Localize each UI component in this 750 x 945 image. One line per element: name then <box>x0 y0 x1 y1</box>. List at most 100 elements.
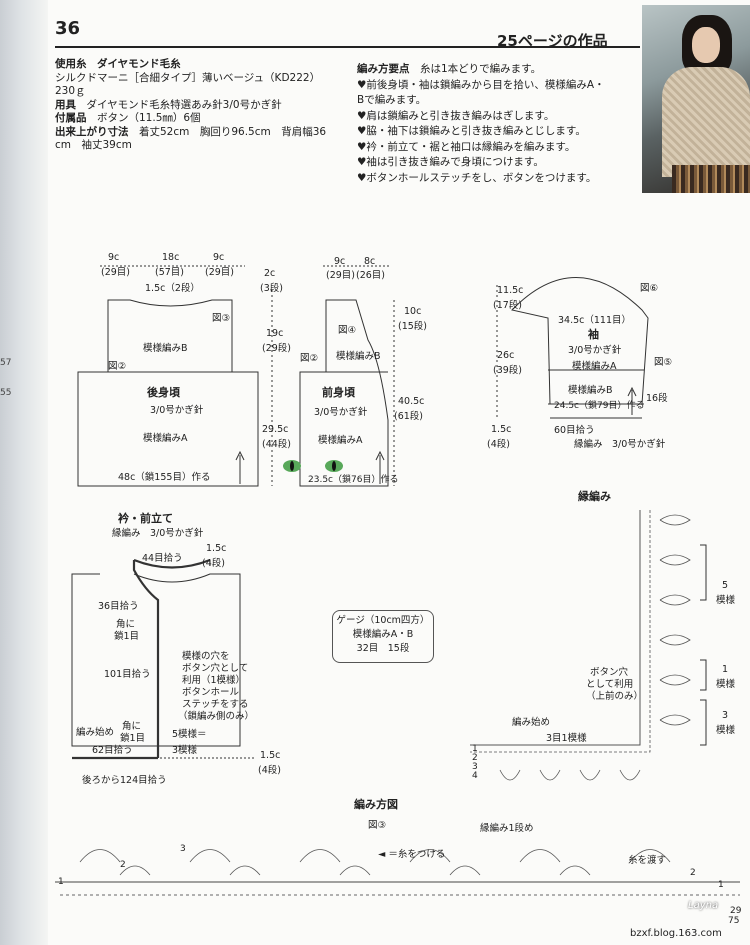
pattern-label: 模様編みB <box>143 343 188 354</box>
dim-label: 36目拾う <box>98 601 139 612</box>
dim-label: 2c <box>264 268 276 279</box>
model-photo <box>642 5 750 193</box>
dim-label: 101目拾う <box>104 669 151 680</box>
dim-label: 29.5c <box>262 424 289 435</box>
note-label: （鎖編み側のみ） <box>178 711 255 722</box>
front-body-outline <box>299 299 389 487</box>
back-body-outline <box>77 299 259 487</box>
dim-label: (3段) <box>260 283 283 294</box>
row-number: 2 <box>690 868 696 878</box>
figure-ref: 図② <box>108 361 127 372</box>
dim-label: 後ろから124目拾う <box>82 775 167 786</box>
note-label: 角に <box>116 619 136 630</box>
dim-label: 48c（鎖155目）作る <box>118 472 211 483</box>
row-number: 2 <box>472 753 478 763</box>
figure-ref: 図② <box>300 353 319 364</box>
pattern-label: 模様編みA <box>572 361 617 372</box>
source-url: bzxf.blog.163.com <box>630 928 722 939</box>
dim-label: 26c <box>497 350 515 361</box>
dim-label: 19c <box>266 328 284 339</box>
dim-label: (29目) <box>101 267 131 278</box>
note-label: 3模様 <box>172 745 198 756</box>
knitting-method: 編み方要点 糸は1本どりで編みます。 ♥前後身頃・袖は鎖編みから目を拾い、模様編… <box>357 63 605 184</box>
collar-body-outline <box>71 573 241 747</box>
dim-label: 1.5c（2段） <box>145 283 200 294</box>
figure-ref: 図④ <box>338 325 357 336</box>
row-number: 4 <box>472 771 478 781</box>
dim-label: (29段) <box>262 343 292 354</box>
dim-label: 24.5c（鎖79目）作る <box>554 401 645 411</box>
dim-label: 8c <box>364 256 376 267</box>
pattern-label: 模様編みB <box>336 351 381 362</box>
dim-label: 34.5c（111目） <box>558 315 632 326</box>
row-number: 3 <box>472 762 478 772</box>
dim-label: 9c <box>334 256 346 267</box>
repeat-label: 模様 <box>716 725 736 736</box>
sleeve-outline <box>511 277 649 405</box>
piece-title: 袖 <box>588 328 599 341</box>
note-label: ボタン穴として <box>182 663 249 674</box>
dim-label: 62目拾う <box>92 745 133 756</box>
dim-label: (29目) <box>205 267 235 278</box>
note-label: 縁編み1段め <box>480 823 534 834</box>
figure-ref: 図③ <box>368 820 387 831</box>
note-label: 編み始め <box>76 727 115 738</box>
dim-label: 10c <box>404 306 422 317</box>
dim-label: (29目) <box>326 270 356 281</box>
dim-label: 44目拾う <box>142 553 183 564</box>
note-label: （上前のみ） <box>586 691 644 702</box>
pattern-number: 36 <box>55 18 81 39</box>
dim-label: (4段) <box>258 765 281 776</box>
dim-label: 23.5c（鎖76目）作る <box>308 475 399 485</box>
dim-label: (17段) <box>493 300 523 311</box>
note-label: ステッチをする <box>182 699 249 710</box>
dim-label: 1.5c <box>206 543 227 554</box>
dim-label: (57目) <box>155 267 185 278</box>
header-rule <box>55 46 640 48</box>
dim-label: 9c <box>108 252 120 263</box>
dim-label: 9c <box>213 252 225 263</box>
watermark: Layna <box>688 900 719 911</box>
section-title: 衿・前立て <box>118 512 173 525</box>
repeat-label: 模様 <box>716 595 736 606</box>
dim-label: 40.5c <box>398 396 425 407</box>
gauge-box: ゲージ（10cm四方） 模様編みA・B 32目 15段 <box>332 610 434 663</box>
pattern-label: 模様編みA <box>143 433 188 444</box>
subtitle: 縁編み 3/0号かぎ針 <box>112 528 204 539</box>
materials-spec: 使用糸 ダイヤモンド毛糸 シルクドマーニ［合細タイプ］薄いベージュ（KD222）… <box>55 58 327 151</box>
pattern-label: 縁編み 3/0号かぎ針 <box>574 439 666 450</box>
row-number: 1 <box>58 877 64 887</box>
dim-label: (4段) <box>202 558 225 569</box>
note-label: 角に <box>122 721 142 732</box>
row-number: 1 <box>472 744 478 754</box>
row-number: 3 <box>180 844 186 854</box>
note-label: ボタンホール <box>182 687 240 698</box>
note-label: 糸を渡す <box>628 855 667 866</box>
piece-title: 前身頃 <box>322 386 355 399</box>
binding-number: 55 <box>0 388 12 398</box>
page-number: 75 <box>728 916 740 926</box>
note-label: 鎖1目 <box>114 631 140 642</box>
dim-label: (15段) <box>398 321 428 332</box>
book-binding-shadow <box>0 0 48 945</box>
note-label: 鎖1目 <box>120 733 146 744</box>
row-number: 2 <box>120 860 126 870</box>
decorative-eyes <box>283 460 343 472</box>
binding-number: 57 <box>0 358 12 368</box>
section-title: 編み方図 <box>354 798 398 811</box>
repeat-count: 3 <box>722 710 729 721</box>
dim-label: (26目) <box>356 270 386 281</box>
note-label: ボタン穴 <box>590 667 629 678</box>
row-number: 1 <box>718 880 724 890</box>
repeat-label: 模様 <box>716 679 736 690</box>
dim-label: (4段) <box>487 439 510 450</box>
note-label: として利用 <box>586 679 634 690</box>
figure-ref: 図③ <box>212 313 231 324</box>
dim-label: 60目拾う <box>554 425 595 436</box>
dim-label: 1.5c <box>491 424 512 435</box>
pattern-label: 模様編みA <box>318 435 363 446</box>
dim-label: (61段) <box>394 411 424 422</box>
pattern-label: 模様編みB <box>568 385 613 396</box>
section-title: 縁編み <box>578 490 611 503</box>
